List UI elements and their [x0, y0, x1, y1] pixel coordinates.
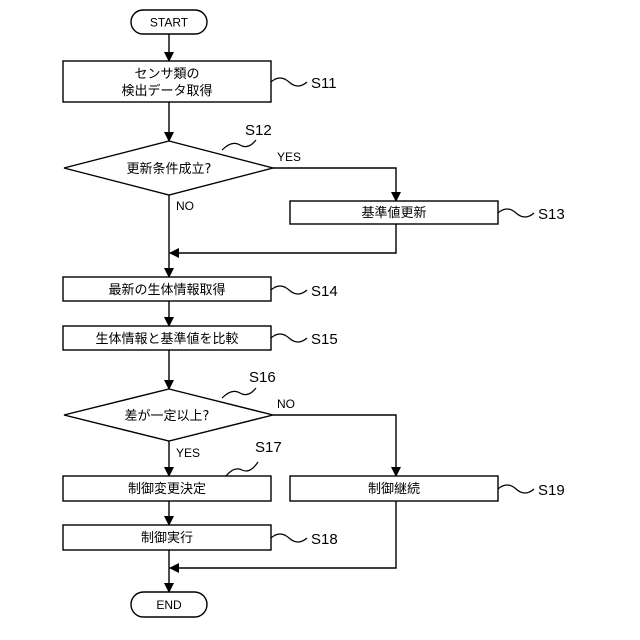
edge-s16-no-label: NO [277, 397, 295, 411]
step-s11-line2: 検出データ取得 [121, 83, 212, 99]
step-s13-text: 基準値更新 [361, 205, 426, 221]
edge-s12-yes-label: YES [277, 150, 301, 164]
step-s13-id: S13 [538, 206, 565, 223]
step-s11-id: S11 [311, 75, 337, 92]
step-s14-id: S14 [311, 283, 338, 300]
leader-s19 [498, 485, 534, 493]
edge-s16-yes-label: YES [176, 446, 200, 460]
leader-s16 [222, 388, 256, 398]
decision-s16-id: S16 [249, 369, 276, 386]
start-label: START [150, 16, 189, 30]
step-s18-text: 制御実行 [141, 530, 193, 546]
step-s15-text: 生体情報と基準値を比較 [95, 331, 238, 347]
step-s19-id: S19 [538, 482, 565, 499]
edge-s16-no-s19 [273, 415, 396, 476]
end-label: END [156, 598, 182, 612]
step-s14-text: 最新の生体情報取得 [108, 282, 225, 298]
leader-s12 [222, 140, 256, 150]
step-s18-id: S18 [311, 531, 338, 548]
leader-s18 [271, 534, 307, 542]
step-s15-id: S15 [311, 331, 338, 348]
decision-s12-text: 更新条件成立? [127, 161, 212, 177]
step-s17-text: 制御変更決定 [128, 481, 206, 497]
leader-s17 [226, 462, 258, 476]
step-s11-line1: センサ類の [134, 67, 199, 82]
leader-s11 [271, 78, 307, 86]
edge-s13-merge [170, 224, 396, 253]
decision-s12-id: S12 [245, 122, 272, 139]
step-s17-id: S17 [255, 439, 282, 456]
leader-s13 [498, 209, 534, 217]
edge-s12-yes-s13 [273, 168, 396, 201]
leader-s14 [271, 286, 307, 294]
leader-s15 [271, 334, 307, 342]
decision-s16-text: 差が一定以上? [125, 409, 210, 424]
edge-s12-no-label: NO [176, 199, 194, 213]
step-s19-text: 制御継続 [368, 482, 420, 497]
